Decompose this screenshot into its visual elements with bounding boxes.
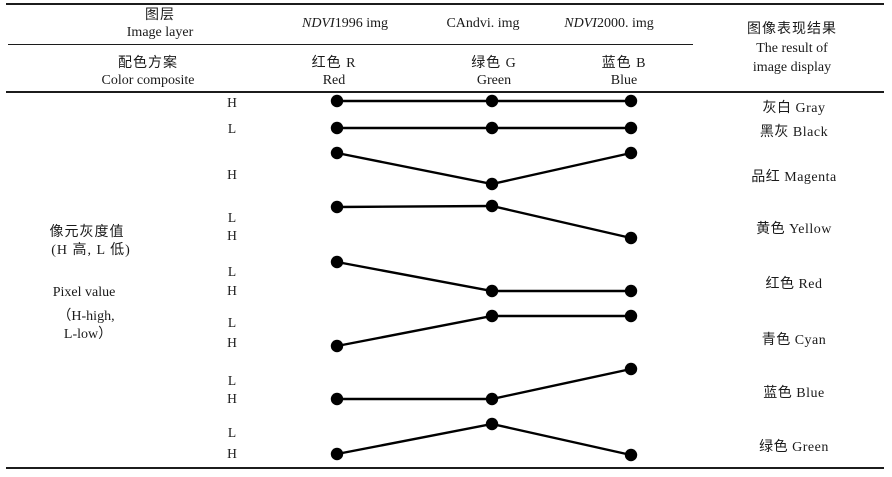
pixel-level-label-l: L [227,373,237,388]
channel-red-zh: 红色 R [311,56,357,71]
result-label-red: 红色 Red [765,277,823,292]
result-header-en2: image display [752,60,832,75]
pixel-value-legend-en2: （H-high, [57,309,115,324]
result-label-black: 黑灰 Black [759,125,829,140]
dot-black-1 [485,121,499,135]
result-label-blue: 蓝色 Blue [763,386,825,401]
result-header-zh: 图像表现结果 [747,22,837,37]
dot-black-0 [330,121,344,135]
result-label-green: 绿色 Green [759,440,829,455]
dot-gray-1 [485,94,499,108]
header-scheme-en: Color composite [101,73,195,88]
pixel-level-label-h: H [227,228,237,243]
dot-green-1 [485,417,499,431]
pixel-level-label-l: L [227,264,237,279]
pixel-value-legend-zh1: 像元灰度值 [49,225,125,240]
dot-cyan-0 [330,339,344,353]
row-line-yellow [336,204,632,240]
dot-magenta-2 [624,146,638,160]
dot-red-0 [330,255,344,269]
dot-black-2 [624,121,638,135]
pixel-level-label-l: L [227,315,237,330]
layer-title-ndvi2000: NDVI2000. img [564,16,653,32]
pixel-level-label-h: H [227,283,237,298]
dot-magenta-1 [485,177,499,191]
pixel-level-label-l: L [227,210,237,225]
result-header-en1: The result of [756,41,828,56]
dot-green-2 [624,448,638,462]
header-layer-en: Image layer [126,25,194,40]
dot-red-1 [485,284,499,298]
pixel-value-legend-zh2: (H 高, L 低) [51,243,131,258]
layer-title-ndvi1996: NDVI1996 img [302,16,388,32]
row-line-blue [337,367,632,401]
pixel-level-label-h: H [227,167,237,182]
rule-under-layer-row [8,44,693,46]
layer-title-ndvi2000-rest: 2000. img [596,16,654,31]
channel-blue-en: Blue [610,73,638,88]
pixel-value-legend-en3: L-low） [63,327,113,342]
dot-yellow-0 [330,200,344,214]
dot-yellow-1 [485,199,499,213]
dot-magenta-0 [330,146,344,160]
result-label-yellow: 黄色 Yellow [756,222,832,237]
pixel-level-label-l: L [227,425,237,440]
row-line-green [336,422,632,457]
layer-title-ndvi1996-italic: NDVI [302,16,335,31]
rule-under-header [6,91,884,94]
channel-green-zh: 绿色 G [471,56,517,71]
dot-red-2 [624,284,638,298]
dot-green-0 [330,447,344,461]
layer-title-candvi: CAndvi. img [446,16,519,32]
row-line-magenta [336,151,632,186]
header-scheme-zh: 配色方案 [118,56,178,71]
pixel-level-label-h: H [227,335,237,350]
pixel-value-legend-en1: Pixel value [52,285,116,300]
channel-green-en: Green [476,73,512,88]
result-label-magenta: 品红 Magenta [751,170,837,185]
dot-blue-1 [485,392,499,406]
dot-gray-2 [624,94,638,108]
dot-blue-0 [330,392,344,406]
dot-cyan-2 [624,309,638,323]
result-label-cyan: 青色 Cyan [761,333,827,348]
channel-blue-zh: 蓝色 B [601,56,647,71]
channel-red-en: Red [322,73,346,88]
layer-title-candvi-rest: CAndvi. img [446,16,520,31]
result-label-gray: 灰白 Gray [762,101,826,116]
pixel-level-label-l: L [227,121,237,136]
rule-bottom [6,467,884,470]
dot-blue-2 [624,362,638,376]
header-layer-zh: 图层 [145,8,175,23]
pixel-level-label-h: H [227,446,237,461]
row-line-red [336,260,631,293]
dot-yellow-2 [624,231,638,245]
layer-title-ndvi2000-italic: NDVI [564,16,597,31]
dot-gray-0 [330,94,344,108]
layer-title-ndvi1996-rest: 1996 img [334,16,388,31]
dot-cyan-1 [485,309,499,323]
pixel-level-label-h: H [227,95,237,110]
rule-top [6,3,884,5]
row-line-cyan [336,314,631,348]
pixel-level-label-h: H [227,391,237,406]
